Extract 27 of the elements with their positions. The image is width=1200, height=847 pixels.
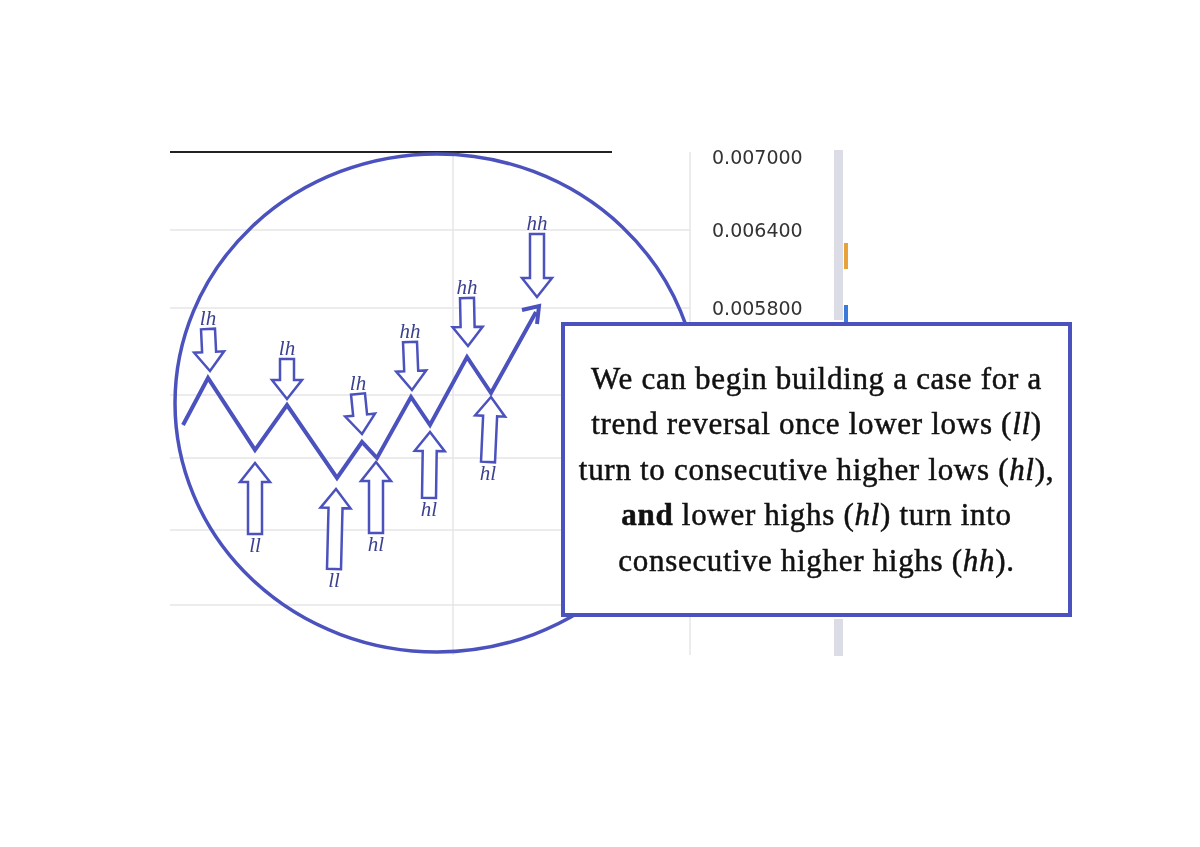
- callout-box: [561, 322, 1072, 617]
- swing-point-label: hl: [479, 463, 497, 483]
- swing-point-label: ll: [328, 570, 340, 590]
- swing-point-label: hl: [420, 499, 438, 519]
- axis-tick-label: 0.005800: [712, 297, 803, 319]
- block-arrow: [450, 296, 486, 348]
- block-arrow: [317, 487, 354, 571]
- block-arrow: [472, 395, 508, 464]
- swing-point-label: hh: [456, 277, 478, 297]
- block-arrow: [237, 461, 273, 536]
- block-arrow: [191, 327, 227, 373]
- block-arrow: [393, 340, 429, 392]
- swing-point-label: lh: [199, 308, 217, 328]
- swing-point-label: hh: [526, 213, 548, 233]
- axis-tick-label: 0.007000: [712, 146, 803, 168]
- swing-point-label: ll: [249, 535, 261, 555]
- axis-tick-label: 0.006400: [712, 219, 803, 241]
- block-arrow: [519, 232, 555, 299]
- swing-point-label: hh: [399, 321, 421, 341]
- block-arrow: [412, 430, 448, 500]
- block-arrow: [269, 357, 305, 401]
- swing-point-label: lh: [278, 338, 296, 358]
- swing-point-label: hl: [367, 534, 385, 554]
- callout-text: We can begin building a case for a trend reversal once lower lows (ll) turn to consecutive higher lows (hl), and lower highs (hl) turn into consecutive higher highs (hh).: [577, 359, 1056, 580]
- block-arrow: [342, 391, 378, 436]
- block-arrow: [358, 460, 394, 535]
- swing-point-label: lh: [349, 373, 367, 393]
